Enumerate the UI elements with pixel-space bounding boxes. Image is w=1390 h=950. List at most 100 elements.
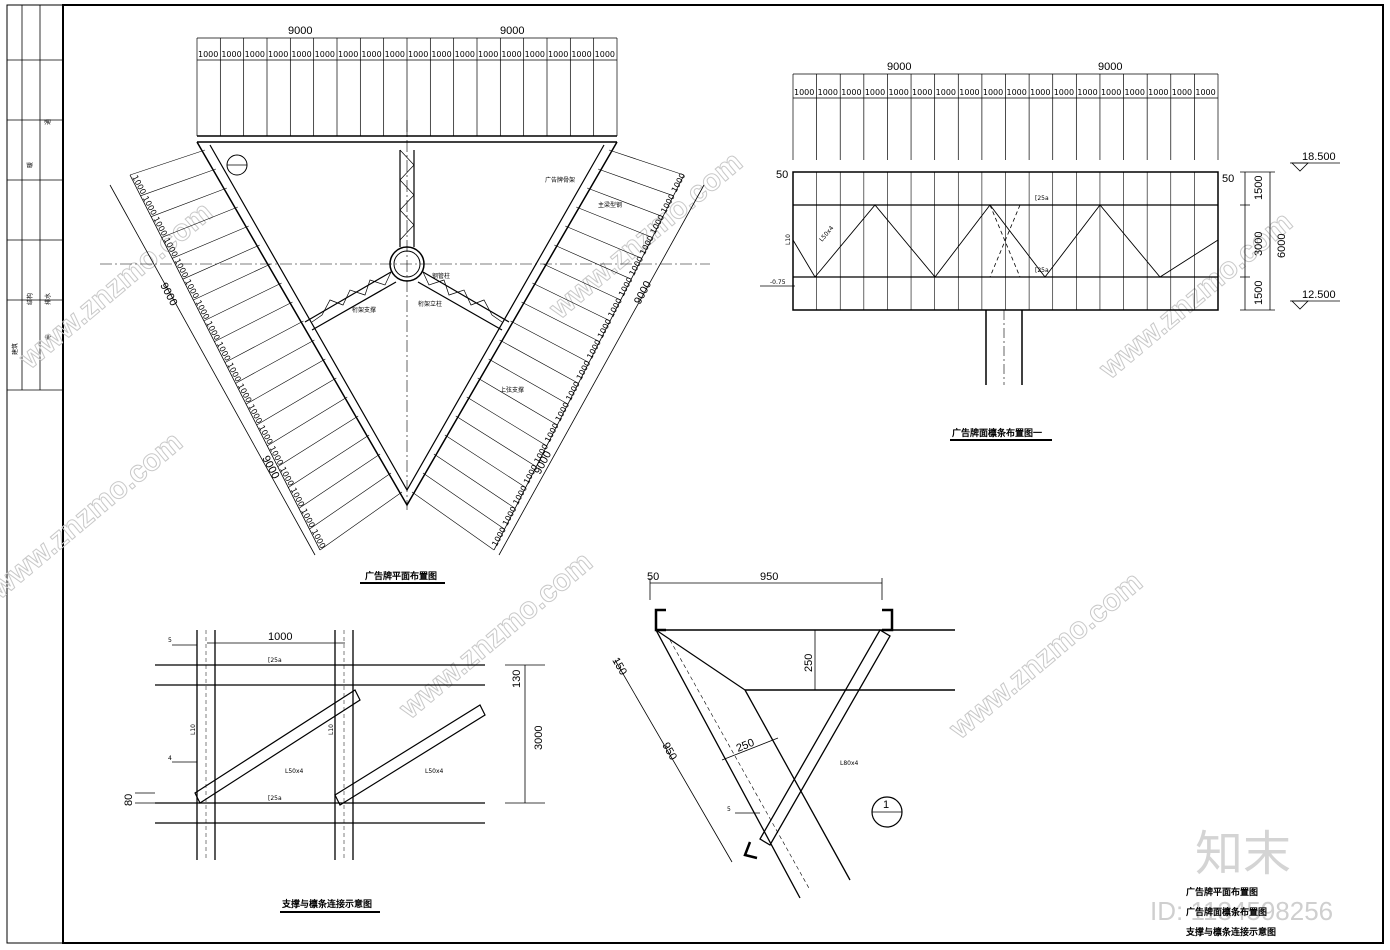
rafter-dim-label: 1000 (865, 88, 885, 97)
detail-section-mark: 1 (883, 799, 889, 811)
conn-caption: 支撑与檩条连接示意图 (281, 898, 372, 910)
rafter-line (129, 149, 206, 176)
legend-line: 广告牌面檩条布置图 (1186, 906, 1267, 918)
rafter-dim-label: 1000 (1054, 88, 1074, 97)
rafter-dim-label: 1000 (361, 50, 381, 59)
rafter-dim-label: 1000 (198, 50, 218, 59)
rafter-line (319, 491, 403, 551)
plan-caption: 广告牌平面布置图 (365, 570, 437, 582)
conn-member-tag: L10 (190, 724, 197, 735)
section-detail-view (614, 578, 955, 899)
rafter-dim-label: 1000 (408, 50, 428, 59)
rafter-line (477, 377, 558, 426)
conn-weld: 5 (168, 637, 172, 644)
rafter-line (433, 453, 516, 509)
detail-dim-50: 50 (647, 571, 659, 583)
rafter-dim-label: 1000 (385, 50, 405, 59)
elev-caption: 广告牌面檩条布置图一 (952, 427, 1042, 439)
rafter-dim-label: 1000 (841, 88, 861, 97)
elev-right-dim: 1500 (1253, 281, 1265, 305)
rafter-line (182, 244, 260, 280)
rafter-dim-label: 1000 (221, 50, 241, 59)
plan-view (100, 37, 710, 584)
rafter-line (499, 339, 579, 384)
conn-dim-130: 130 (511, 670, 523, 688)
title-block-label: 电 (44, 334, 52, 340)
rafter-line (267, 396, 348, 447)
elev-right-dim: 1500 (1253, 176, 1265, 200)
plan-note: 上弦支撑 (500, 386, 524, 394)
connection-view (135, 630, 545, 913)
plan-note: 桁架支撑 (352, 306, 376, 314)
detail-dim-250: 250 (803, 654, 815, 672)
legend-line: 广告牌平面布置图 (1186, 886, 1258, 898)
connection-labels: 1000 3000 130 80 5 4 [25a [25a L10 L10 L… (123, 631, 545, 910)
rafter-line (193, 263, 271, 301)
rafter-dim-label: 1000 (571, 50, 591, 59)
rafter-dim-label: 1000 (1195, 88, 1215, 97)
rafter-dim-label: 1000 (595, 50, 615, 59)
sheet-frame (6, 4, 1384, 944)
rafter-line (587, 187, 663, 217)
elev-total-height: 6000 (1276, 234, 1288, 258)
rafter-line (224, 320, 304, 363)
rafter-line (597, 168, 674, 197)
conn-dim-top: 1000 (268, 631, 292, 643)
rafter-dim-label: 1000 (794, 88, 814, 97)
rafter-line (608, 149, 685, 176)
rafter-line (521, 301, 600, 342)
conn-member-tag: L50x4 (425, 768, 444, 775)
rafter-line (488, 358, 569, 405)
rafter-dim-label: 1000 (478, 50, 498, 59)
elev-right-offset: 50 (1222, 173, 1234, 185)
plan-top-dim: 9000 (500, 25, 524, 37)
rafter-dim-label: 1000 (888, 88, 908, 97)
rafter-line (543, 263, 621, 301)
rafter-dim-label: 1000 (525, 50, 545, 59)
elev-right-dim: 3000 (1253, 232, 1265, 256)
conn-member-tag: [25a (268, 795, 282, 802)
title-block-label: 结构 (26, 293, 34, 305)
elev-level-top: 18.500 (1302, 151, 1336, 163)
rafter-line (411, 491, 495, 551)
watermark-id: ID: 1134598256 (1150, 896, 1333, 926)
rafter-dim-label: 1000 (431, 50, 451, 59)
rafter-dim-label: 1000 (1172, 88, 1192, 97)
elev-level-bottom: 12.500 (1302, 289, 1336, 301)
rafter-dim-label: 1000 (1030, 88, 1050, 97)
legend-block: 广告牌平面布置图 广告牌面檩条布置图 支撑与檩条连接示意图 (1185, 886, 1276, 938)
elev-member-tag: [25a (1035, 267, 1049, 274)
rafter-line (151, 187, 227, 217)
rafter-line (309, 472, 392, 530)
title-block-label: 排水 (44, 293, 52, 305)
legend-line: 支撑与檩条连接示意图 (1185, 926, 1276, 938)
rafter-line (277, 415, 359, 467)
title-block-label: 通 (44, 119, 52, 125)
rafter-line (214, 301, 293, 342)
rafter-dim-label: 1000 (268, 50, 288, 59)
rafter-line (466, 396, 547, 447)
rafter-line (532, 282, 611, 322)
detail-weld: 5 (727, 806, 731, 813)
rafter-line (455, 415, 537, 467)
rafter-line (565, 225, 642, 259)
elev-member-tag: L10 (785, 234, 792, 245)
rafter-line (288, 434, 370, 488)
plan-note: 广告牌骨架 (545, 176, 575, 184)
rafter-dim-label: 1000 (245, 50, 265, 59)
elevation-view (760, 73, 1340, 441)
rafter-dim-label: 1000 (818, 88, 838, 97)
title-block-label: 暖 (26, 162, 34, 168)
rafter-line (510, 320, 590, 363)
detail-member-tag: L80x4 (840, 760, 859, 767)
rafter-dim-label: 1000 (1007, 88, 1027, 97)
conn-member-tag: [25a (268, 657, 282, 664)
rafter-dim-label: 1000 (912, 88, 932, 97)
plan-top-dim: 9000 (288, 25, 312, 37)
rafter-line (256, 377, 337, 426)
plan-note: 钢管柱 (432, 272, 450, 280)
rafter-line (298, 453, 381, 509)
rafter-line (554, 244, 632, 280)
rafter-dim-label: 1000 (959, 88, 979, 97)
